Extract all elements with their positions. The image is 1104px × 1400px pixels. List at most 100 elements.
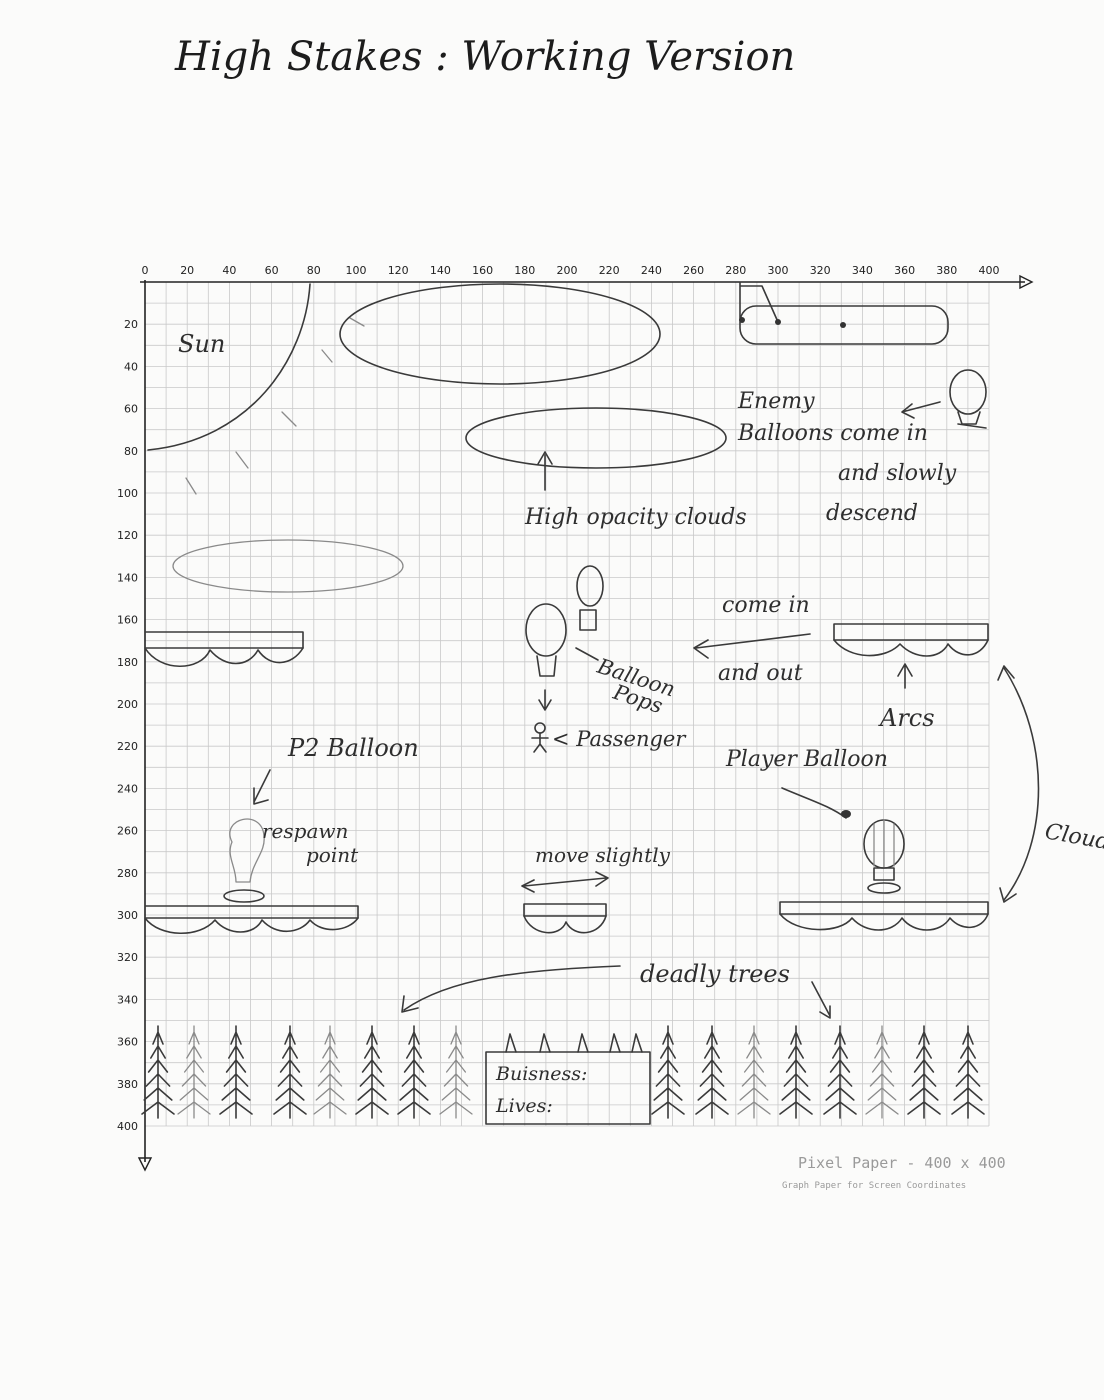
enemy-spawn-box: [739, 281, 949, 345]
y-tick-label: 340: [117, 993, 138, 1006]
x-tick-label: 360: [894, 264, 915, 277]
x-tick-label: 80: [307, 264, 321, 277]
deadly-trees-arrows: [401, 965, 831, 1019]
and-out-label: and out: [718, 661, 803, 686]
move-slightly-arrow: [521, 871, 609, 893]
page-title: High Stakes : Working Version: [174, 34, 795, 80]
player-balloon-sketch: [781, 787, 905, 894]
move-slightly-label: move slightly: [535, 843, 671, 867]
enemy-label-3: and slowly: [838, 461, 957, 486]
moving-platform: [523, 903, 607, 934]
x-tick-label: 320: [810, 264, 831, 277]
cloud-top-center: [339, 283, 661, 385]
y-tick-label: 80: [124, 445, 138, 458]
tree-sketch: [397, 1025, 431, 1119]
respawn-label-1: respawn: [262, 819, 348, 843]
respawn-label-2: point: [306, 843, 359, 867]
y-tick-label: 280: [117, 867, 138, 880]
deadly-trees-row: [141, 1025, 985, 1119]
sun-label: Sun: [178, 330, 225, 358]
come-in-arrow: [693, 633, 811, 659]
y-tick-label: 360: [117, 1036, 138, 1049]
footer-subtitle: Graph Paper for Screen Coordinates: [782, 1181, 966, 1191]
pixel-grid: [144, 281, 990, 1127]
footer-title: Pixel Paper - 400 x 400: [798, 1154, 1006, 1172]
y-tick-label: 260: [117, 825, 138, 838]
tree-sketch: [177, 1025, 211, 1119]
tree-sketch: [313, 1025, 347, 1119]
tree-sketch: [737, 1025, 771, 1119]
tree-sketch: [219, 1025, 253, 1119]
y-tick-label: 160: [117, 614, 138, 627]
p2-balloon-label: P2 Balloon: [287, 734, 419, 762]
x-tick-label: 340: [852, 264, 873, 277]
hud-lives-label: Lives:: [495, 1095, 553, 1117]
tree-sketch: [951, 1025, 985, 1119]
passenger-label: < Passenger: [552, 727, 687, 751]
y-tick-label: 400: [117, 1120, 138, 1133]
tree-sketch: [273, 1025, 307, 1119]
clouds-bracket-arrow: [997, 665, 1040, 903]
y-tick-label: 40: [124, 360, 138, 373]
tree-sketch: [907, 1025, 941, 1119]
y-tick-label: 60: [124, 403, 138, 416]
x-tick-label: 40: [222, 264, 236, 277]
x-tick-label: 0: [142, 264, 149, 277]
y-tick-label: 220: [117, 740, 138, 753]
enemy-label-4: descend: [826, 501, 918, 526]
balloon-pop-sketch: [525, 565, 604, 711]
x-tick-label: 60: [265, 264, 279, 277]
x-tick-label: 180: [514, 264, 535, 277]
x-tick-label: 200: [557, 264, 578, 277]
y-tick-label: 20: [124, 318, 138, 331]
x-tick-label: 220: [599, 264, 620, 277]
tree-sketch: [779, 1025, 813, 1119]
y-tick-label: 180: [117, 656, 138, 669]
enemy-label-1: Enemy: [737, 389, 815, 414]
x-tick-label: 280: [725, 264, 746, 277]
x-tick-label: 260: [683, 264, 704, 277]
y-axis: [137, 280, 153, 1172]
x-tick-label: 240: [641, 264, 662, 277]
y-axis-ticks: 20 40 60 80 100 120 140 160 180 200 220 240 260 280 30…: [117, 318, 138, 1133]
cloud-left: [172, 539, 404, 593]
tree-sketch: [439, 1025, 473, 1119]
x-tick-label: 100: [346, 264, 367, 277]
deadly-trees-label: deadly trees: [640, 960, 790, 988]
sun-sketch: [147, 283, 365, 495]
passenger-figure: [531, 722, 549, 753]
cloud-middle-center: [465, 407, 727, 491]
tree-sketch: [865, 1025, 899, 1119]
enemy-label-2: Balloons come in: [737, 421, 928, 446]
arc-platform-left-lower: [144, 905, 359, 935]
tree-sketch: [823, 1025, 857, 1119]
clouds-label: Clouds: [1043, 819, 1104, 857]
x-tick-label: 380: [936, 264, 957, 277]
y-tick-label: 100: [117, 487, 138, 500]
enemy-balloon-icon: [901, 369, 987, 429]
y-tick-label: 300: [117, 909, 138, 922]
y-tick-label: 120: [117, 529, 138, 542]
arcs-label: Arcs: [878, 704, 935, 732]
x-tick-label: 20: [180, 264, 194, 277]
arc-platform-left-upper: [144, 631, 304, 668]
x-tick-label: 400: [979, 264, 1000, 277]
arc-platform-right-lower: [779, 901, 989, 931]
player-balloon-label: Player Balloon: [725, 747, 888, 772]
arc-platform-right-upper: [833, 623, 989, 689]
y-tick-label: 320: [117, 951, 138, 964]
x-tick-label: 300: [768, 264, 789, 277]
y-tick-label: 200: [117, 698, 138, 711]
tree-sketch: [695, 1025, 729, 1119]
y-tick-label: 140: [117, 571, 138, 584]
hud-box: [485, 1033, 651, 1125]
come-in-label: come in: [722, 593, 810, 618]
x-tick-label: 160: [472, 264, 493, 277]
tree-sketch: [355, 1025, 389, 1119]
y-tick-label: 240: [117, 782, 138, 795]
tree-sketch: [141, 1025, 175, 1119]
y-tick-label: 380: [117, 1078, 138, 1091]
x-tick-label: 120: [388, 264, 409, 277]
